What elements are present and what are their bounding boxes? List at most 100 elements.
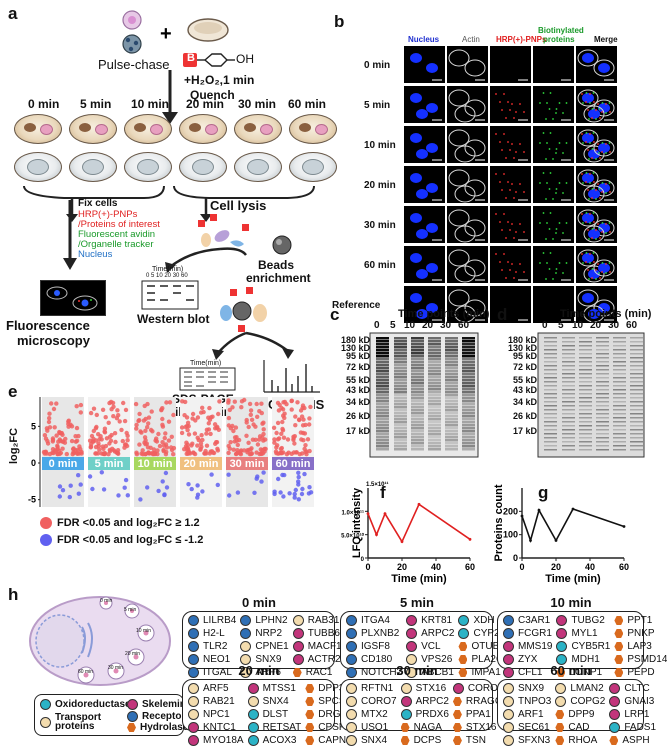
protein-name: RRAGC bbox=[465, 696, 503, 707]
upregulated-point bbox=[272, 440, 277, 445]
upregulated-point bbox=[281, 435, 287, 440]
upregulated-point bbox=[217, 399, 222, 404]
downregulated-point bbox=[160, 479, 165, 484]
y-axis-max-label: 1.5×10¹¹ bbox=[366, 481, 389, 488]
recep-class-icon bbox=[346, 654, 357, 665]
upregulated-point bbox=[278, 446, 284, 452]
upregulated-point bbox=[74, 404, 79, 409]
upregulated-point bbox=[140, 448, 145, 453]
microscopy-label: microscopy bbox=[17, 333, 90, 348]
upregulated-point bbox=[111, 414, 116, 419]
gel-band bbox=[579, 401, 592, 403]
gel-band bbox=[630, 369, 643, 371]
gel-band bbox=[562, 397, 575, 399]
data-point bbox=[366, 512, 370, 516]
downregulated-point bbox=[67, 494, 72, 500]
gel-band bbox=[462, 337, 475, 340]
downregulated-point bbox=[209, 472, 214, 477]
gel-band bbox=[394, 394, 407, 397]
protein-item: LRP1 bbox=[609, 709, 656, 720]
gel-band bbox=[376, 358, 389, 361]
protein-item: DCPS bbox=[400, 735, 449, 746]
recep-class-icon bbox=[346, 615, 357, 626]
gel-band bbox=[544, 369, 557, 371]
hydro-class-icon bbox=[305, 684, 315, 693]
upregulated-point bbox=[280, 407, 286, 412]
gel-band bbox=[428, 421, 441, 424]
upregulated-point bbox=[199, 410, 204, 415]
row-label: 0 min bbox=[364, 60, 391, 71]
upregulated-point bbox=[73, 448, 78, 453]
upregulated-point bbox=[203, 448, 208, 454]
upregulated-point bbox=[279, 431, 284, 436]
gel-band bbox=[411, 415, 424, 418]
gel-band bbox=[579, 345, 592, 347]
gel-band bbox=[428, 385, 441, 388]
x-tick-label: 40 bbox=[431, 562, 441, 572]
row-label: 10 min bbox=[364, 140, 396, 151]
upregulated-point bbox=[184, 423, 190, 429]
downregulated-point bbox=[60, 488, 66, 493]
gel-band bbox=[462, 433, 475, 436]
protein-item: RETSAT bbox=[247, 722, 301, 733]
gel-band bbox=[376, 385, 389, 388]
upregulated-point bbox=[155, 448, 160, 453]
protein-item: C3AR1 bbox=[503, 615, 552, 626]
upregulated-point bbox=[148, 427, 154, 433]
protein-item: TSN bbox=[452, 735, 510, 746]
upregulated-point bbox=[146, 450, 151, 455]
gel-band bbox=[596, 417, 609, 419]
gel-band bbox=[596, 405, 609, 407]
downregulated-point bbox=[227, 493, 232, 498]
gel-band bbox=[613, 429, 626, 431]
micrograph-tile bbox=[533, 206, 574, 243]
protein-name: USO1 bbox=[361, 722, 389, 733]
protein-item: ARF6 bbox=[240, 667, 288, 678]
gel-band bbox=[613, 357, 626, 359]
protein-item: MMS19 bbox=[503, 641, 552, 652]
recep-class-icon bbox=[188, 667, 199, 678]
upregulated-point bbox=[103, 415, 108, 420]
micrograph-tile bbox=[404, 286, 445, 323]
protein-name: PPA1 bbox=[465, 709, 491, 720]
gel-band bbox=[462, 364, 475, 367]
gel-band bbox=[596, 449, 609, 451]
upregulated-point bbox=[107, 400, 112, 406]
protein-name: GNAI3 bbox=[624, 696, 655, 707]
protein-item: LILRB4 bbox=[188, 615, 236, 626]
gel-band bbox=[376, 391, 389, 394]
lane-label: 0 bbox=[542, 320, 548, 331]
panel-label-b: b bbox=[334, 12, 345, 31]
gel-band bbox=[544, 389, 557, 391]
upregulated-point bbox=[161, 447, 166, 453]
protein-item: NRP2 bbox=[240, 628, 288, 639]
silver-gel-image bbox=[537, 332, 645, 458]
group-label: 60 min bbox=[276, 458, 311, 470]
upregulated-point bbox=[169, 434, 174, 439]
upregulated-point bbox=[200, 405, 205, 410]
gel-band bbox=[376, 337, 389, 340]
gel-band bbox=[630, 345, 643, 347]
upregulated-point bbox=[51, 406, 57, 412]
gel-band bbox=[411, 448, 424, 451]
upregulated-point bbox=[96, 432, 101, 437]
recep-class-icon bbox=[346, 667, 357, 678]
gel-band bbox=[445, 442, 458, 445]
gel-band bbox=[596, 365, 609, 367]
protein-name: NPC1 bbox=[203, 709, 230, 720]
hydro-class-icon bbox=[614, 642, 624, 651]
gel-band bbox=[613, 417, 626, 419]
x-tick-label: 60 bbox=[619, 562, 629, 572]
protein-item: RFTN1 bbox=[346, 683, 397, 694]
gel-band bbox=[445, 349, 458, 352]
gel-band bbox=[428, 367, 441, 370]
protein-name: ACOX3 bbox=[262, 735, 297, 746]
hydro-class-icon bbox=[458, 642, 468, 651]
transp-class-icon bbox=[503, 709, 514, 720]
downregulated-point bbox=[162, 492, 167, 498]
upregulated-point bbox=[44, 451, 49, 456]
gel-band bbox=[411, 418, 424, 421]
gel-band bbox=[428, 346, 441, 349]
gel-band bbox=[596, 349, 609, 351]
micrograph-tile bbox=[447, 126, 488, 163]
